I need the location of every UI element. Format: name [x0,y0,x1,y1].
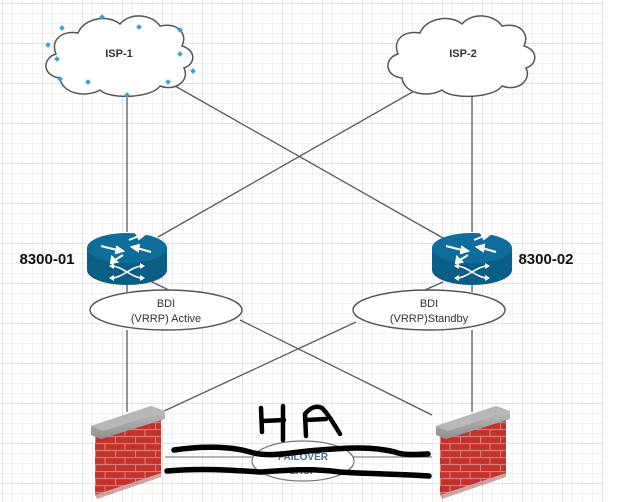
cloud-label-isp-2: ISP-2 [449,48,477,60]
annotation-ha-text [258,403,343,443]
bdi-standby-line1: BDI [420,298,438,310]
cloud-label-isp-1: ISP-1 [105,48,133,60]
cloud-isp-1[interactable]: ISP-1 [45,14,196,98]
edges [126,81,473,458]
router-label-8300-01: 8300-01 [19,251,74,268]
annotation-strike-top [171,444,431,458]
cloud-isp-2[interactable]: ISP-2 [387,15,536,98]
handwritten-annotation [164,403,432,479]
firewall-icon [436,406,510,499]
bdi-standby-line2: (VRRP)Standby [390,313,469,325]
cloud-icon [387,15,536,98]
router-icon [87,231,167,285]
firewall-icon [91,406,165,499]
bdi-vrrp-active[interactable]: BDI (VRRP) Active [89,289,243,331]
annotation-strike-bottom [164,466,432,479]
edge-bdi2-fw1[interactable] [161,321,357,413]
router-icon [432,231,512,285]
firewall-1[interactable] [91,406,165,499]
firewall-2[interactable] [436,406,510,499]
router-label-8300-02: 8300-02 [518,251,573,268]
edge-isp2-router1[interactable] [157,81,431,238]
router-8300-02[interactable] [432,231,512,285]
edge-bdi1-fw2[interactable] [239,319,433,416]
bdi-active-line2: (VRRP) Active [131,313,201,325]
bdi-active-line1: BDI [157,298,175,310]
edge-isp1-router2[interactable] [167,81,444,239]
bdi-vrrp-standby[interactable]: BDI (VRRP)Standby [352,289,506,331]
failover-line1: FAILOVER [278,452,329,463]
router-8300-01[interactable] [87,231,167,285]
